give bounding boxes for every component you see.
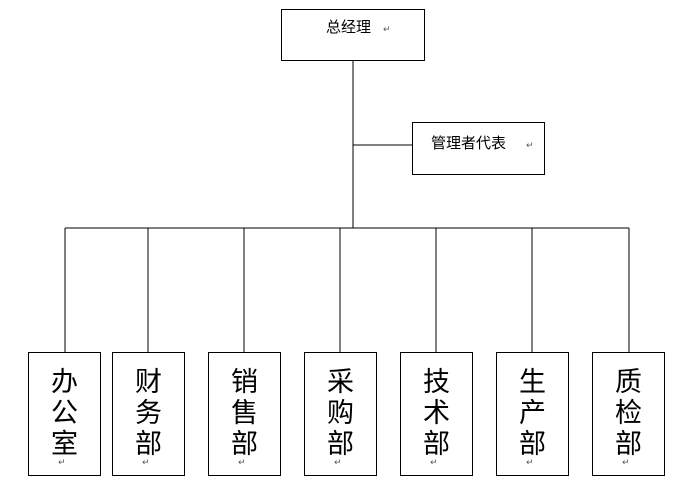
dept-label: 质检部 [615, 367, 642, 460]
dept-label: 办公室 [51, 367, 78, 460]
paragraph-mark-icon: ↵ [622, 458, 630, 468]
dept-box-quality: 质检部 ↵ [592, 352, 665, 476]
dept-label: 财务部 [135, 367, 162, 460]
paragraph-mark-icon: ↵ [238, 458, 246, 468]
dept-box-production: 生产部 ↵ [496, 352, 569, 476]
paragraph-mark-icon: ↵ [334, 458, 342, 468]
paragraph-mark-icon: ↵ [58, 458, 66, 468]
paragraph-mark-icon: ↵ [142, 458, 150, 468]
paragraph-mark-icon: ↵ [383, 25, 391, 35]
paragraph-mark-icon: ↵ [430, 458, 438, 468]
dept-box-finance: 财务部 ↵ [112, 352, 185, 476]
management-rep-label: 管理者代表 [431, 134, 507, 152]
dept-label: 采购部 [327, 367, 354, 460]
general-manager-label: 总经理 [326, 18, 372, 36]
dept-box-purchasing: 采购部 ↵ [304, 352, 377, 476]
paragraph-mark-icon: ↵ [526, 141, 534, 151]
general-manager-box: 总经理 ↵ [281, 9, 425, 61]
dept-box-office: 办公室 ↵ [28, 352, 101, 476]
dept-box-technology: 技术部 ↵ [400, 352, 473, 476]
dept-label: 生产部 [519, 367, 546, 460]
paragraph-mark-icon: ↵ [526, 458, 534, 468]
dept-label: 技术部 [423, 367, 450, 460]
dept-label: 销售部 [231, 367, 258, 460]
dept-box-sales: 销售部 ↵ [208, 352, 281, 476]
management-rep-box: 管理者代表 ↵ [412, 122, 545, 175]
